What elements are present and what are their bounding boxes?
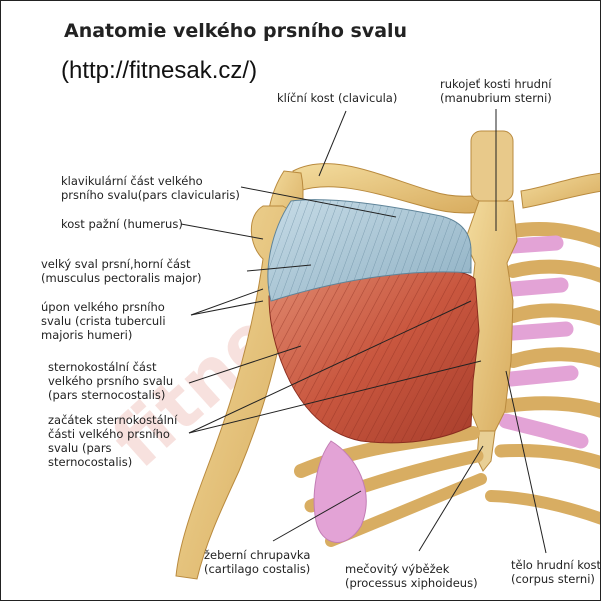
source-url: (http://fitnesak.cz/) — [61, 57, 257, 85]
label-manubrium: rukojeť kosti hrudní (manubrium sterni) — [440, 77, 552, 105]
label-pectoralis-major: velký sval prsní,horní část (musculus pe… — [41, 257, 201, 285]
label-clavicula: klíční kost (clavicula) — [277, 91, 397, 105]
pectoralis-sternocostal — [269, 269, 479, 443]
label-cartilago-costalis: žeberní chrupavka (cartilago costalis) — [204, 548, 310, 576]
label-pars-clavicularis: klavikulární část velkého prsního svalu(… — [61, 174, 240, 202]
label-pars-sternocostalis: sternokostální část velkého prsního sval… — [48, 360, 173, 402]
label-processus-xiphoideus: mečovitý výběžek (processus xiphoideus) — [345, 562, 478, 590]
label-humerus: kost pažní (humerus) — [61, 217, 183, 231]
diagram-title: Anatomie velkého prsního svalu — [64, 20, 407, 42]
label-crista-tuberculi: úpon velkého prsního svalu (crista tuber… — [41, 300, 166, 342]
label-corpus-sterni: tělo hrudní kosti (corpus sterni) — [511, 558, 601, 586]
label-zacatek-sternocostalni: začátek sternokostální části velkého prs… — [48, 413, 177, 469]
vertebra — [471, 131, 513, 201]
